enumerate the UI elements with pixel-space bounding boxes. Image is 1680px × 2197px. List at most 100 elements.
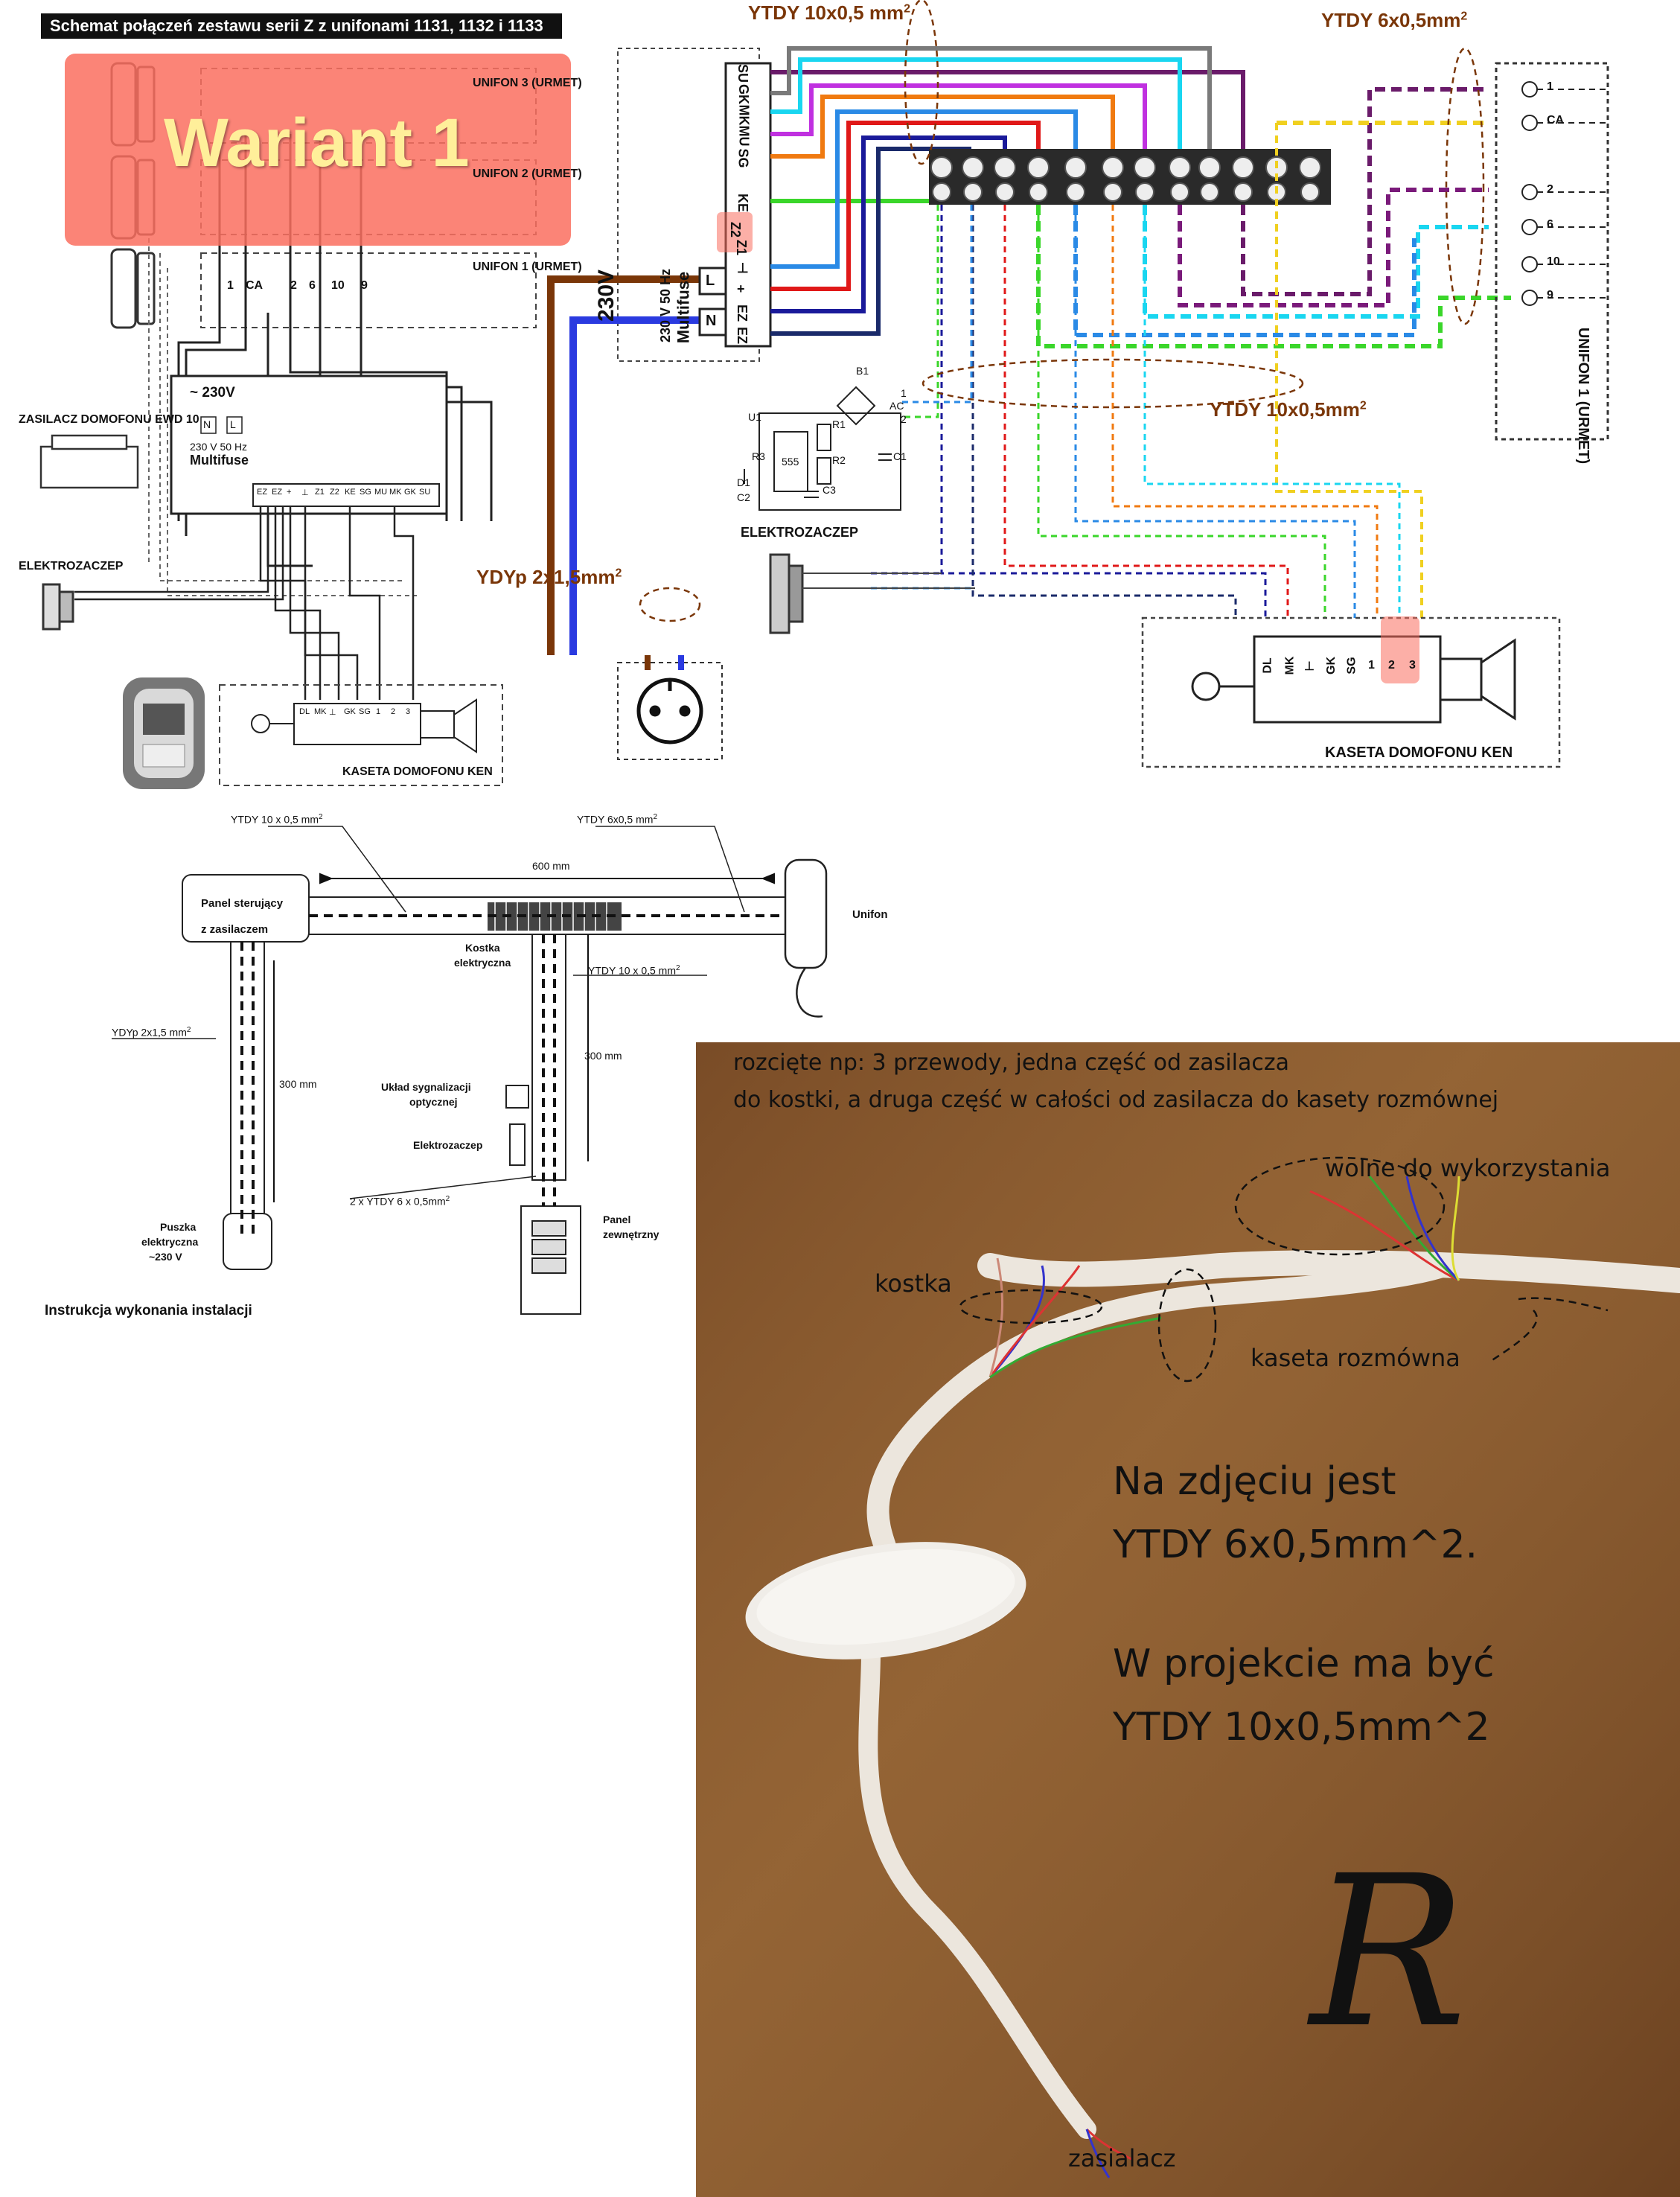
tr-uni-6: 6 (1547, 218, 1553, 231)
unifon2-label: UNIFON 2 (URMET) (473, 168, 582, 180)
terminal-1-label: 1 (227, 279, 234, 292)
ytdy10-mid-label: YTDY 10x0,5mm2 (1210, 398, 1367, 421)
circuit-r2: R2 (832, 454, 846, 466)
kaseta-label-left: KASETA DOMOFONU KEN (342, 765, 493, 778)
inst-distance-600: 600 mm (532, 860, 570, 872)
ytdy6-label: YTDY 6x0,5mm2 (1321, 9, 1468, 31)
tr-uni-ca: CA (1547, 114, 1565, 127)
inst-300-left: 300 mm (279, 1078, 317, 1090)
tr-term-su: SU (735, 63, 751, 83)
terminal-10-label: 10 (331, 279, 345, 292)
inst-puszka-line1: Puszka (160, 1221, 197, 1233)
power-spec-label: 230 V 50 Hz (190, 441, 248, 453)
photo-big-line2: YTDY 6x0,5mm^2. (1113, 1522, 1478, 1567)
inst-ytdy6-top: YTDY 6x0,5 mm2 (577, 813, 657, 826)
inst-puszka-line2: elektryczna (141, 1236, 199, 1248)
tl-term-mk: MK (389, 488, 402, 497)
tl-kas-1: 1 (376, 707, 381, 716)
variant-label: Wariant 1 (164, 105, 470, 181)
inst-panel-zew-line2: zewnętrzny (603, 1228, 659, 1240)
terminal-9-label: 9 (361, 279, 368, 292)
tr-uni-10: 10 (1547, 255, 1560, 268)
inst-uklad-line1: Układ sygnalizacji (381, 1081, 471, 1093)
elektrozaczep-label-right: ELEKTROZACZEP (741, 525, 859, 540)
tr-term-ez2: EZ (735, 326, 750, 345)
circuit-2: 2 (901, 413, 907, 425)
tl-term-z2: Z2 (330, 488, 339, 497)
photo-big-line1: Na zdjęciu jest (1113, 1459, 1396, 1504)
photo-big-line4: YTDY 10x0,5mm^2 (1113, 1705, 1490, 1750)
tl-kas-gk: GK (344, 707, 356, 716)
inst-uklad-line2: optycznej (409, 1096, 458, 1108)
tl-term-z1: Z1 (315, 488, 325, 497)
tr-term-ez1: EZ (735, 304, 750, 322)
inst-ydyp: YDYp 2x1,5 mm2 (112, 1026, 191, 1039)
power-n-label: N (203, 418, 211, 430)
tr-230v-label: 230V (594, 269, 619, 322)
inst-elektrozaczep: Elektrozaczep (413, 1139, 483, 1151)
tr-term-gk: GK (736, 84, 751, 104)
tr-term-z2: Z2 (728, 221, 744, 238)
tl-term-su: SU (419, 488, 431, 497)
tr-l-label: L (706, 272, 715, 289)
zasilacz-icon (39, 434, 139, 489)
circuit-r3: R3 (752, 450, 765, 462)
tl-term-ez1: EZ (257, 488, 268, 497)
photo-big-line3: W projekcie ma być (1113, 1642, 1495, 1686)
schematic-title: Schemat połączeń zestawu serii Z z unifo… (41, 13, 562, 39)
photo-wolne: wolne do wykorzystania (1325, 1154, 1611, 1182)
mic-icon-right (1191, 672, 1254, 701)
photo-kostka: kostka (875, 1269, 952, 1298)
photo-note-line1: rozcięte np: 3 przewody, jedna część od … (733, 1050, 1289, 1076)
ytdy10-top-label: YTDY 10x0,5 mm2 (748, 1, 910, 24)
unifon-handset-icon-1 (110, 248, 156, 329)
circuit-r1: R1 (832, 418, 846, 430)
zasilacz-label: ZASILACZ DOMOFONU EWD 10 (19, 413, 199, 426)
inst-kostka-line1: Kostka (465, 942, 500, 954)
photo-kaseta: kaseta rozmówna (1251, 1344, 1460, 1372)
tl-kas-3: 3 (406, 707, 411, 716)
tl-term-sg: SG (360, 488, 371, 497)
tl-kas-gnd: ⊥ (329, 708, 336, 717)
inst-caption: Instrukcja wykonania instalacji (45, 1303, 252, 1318)
power-tilde-label: ~ 230V (190, 385, 235, 401)
tl-term-ez2: EZ (272, 488, 283, 497)
elektrozaczep-circuit (744, 386, 901, 511)
kaseta-label-right: KASETA DOMOFONU KEN (1325, 744, 1513, 761)
monogram: R (1310, 1831, 1467, 2074)
elektrozaczep-icon-right (769, 553, 804, 634)
tr-uni-1: 1 (1547, 80, 1553, 93)
photo-zasilacz: zasialacz (1068, 2144, 1176, 2172)
tr-kas-gnd: ⊥ (1304, 660, 1315, 673)
power-l-label: L (230, 418, 236, 430)
terminal-strip (929, 149, 1331, 205)
kaseta-panel-icon (123, 677, 205, 789)
power-multifuse-label: Multifuse (190, 453, 249, 468)
tr-kas-sg: SG (1345, 657, 1358, 675)
tl-kas-sg: SG (359, 707, 371, 716)
terminal-6-label: 6 (309, 279, 316, 292)
tr-term-mk: MK (736, 104, 752, 126)
tr-term-mu: MU (736, 125, 752, 147)
circuit-d1: D1 (737, 476, 750, 488)
ydyp-label: YDYp 2x1,5mm2 (476, 566, 622, 588)
tr-spec-label: 230 V 50 Hz (658, 268, 674, 343)
inst-kostka-line2: elektryczna (454, 957, 511, 969)
unifon1-label-right: UNIFON 1 (URMET) (1575, 327, 1592, 465)
variant-highlight (65, 54, 571, 246)
mic-icon-left (251, 714, 294, 733)
tl-term-gnd: ⊥ (301, 488, 309, 497)
tl-kas-dl: DL (299, 707, 310, 716)
circuit-u1: U1 (748, 411, 761, 423)
inst-ytdy6-bottom: 2 x YTDY 6 x 0,5mm2 (350, 1195, 450, 1208)
tr-term-sg: SG (735, 148, 751, 168)
inst-ytdy10-mid: YTDY 10 x 0,5 mm2 (588, 964, 680, 977)
tr-kas-2: 2 (1388, 659, 1395, 672)
tr-kas-gk: GK (1325, 657, 1338, 675)
tr-term-ke: KE (735, 193, 751, 213)
speaker-icon-left (420, 698, 477, 753)
circuit-c1: C1 (893, 450, 907, 462)
tr-multifuse-label: Multifuse (674, 271, 693, 344)
inst-puszka-line3: ~230 V (149, 1251, 182, 1263)
